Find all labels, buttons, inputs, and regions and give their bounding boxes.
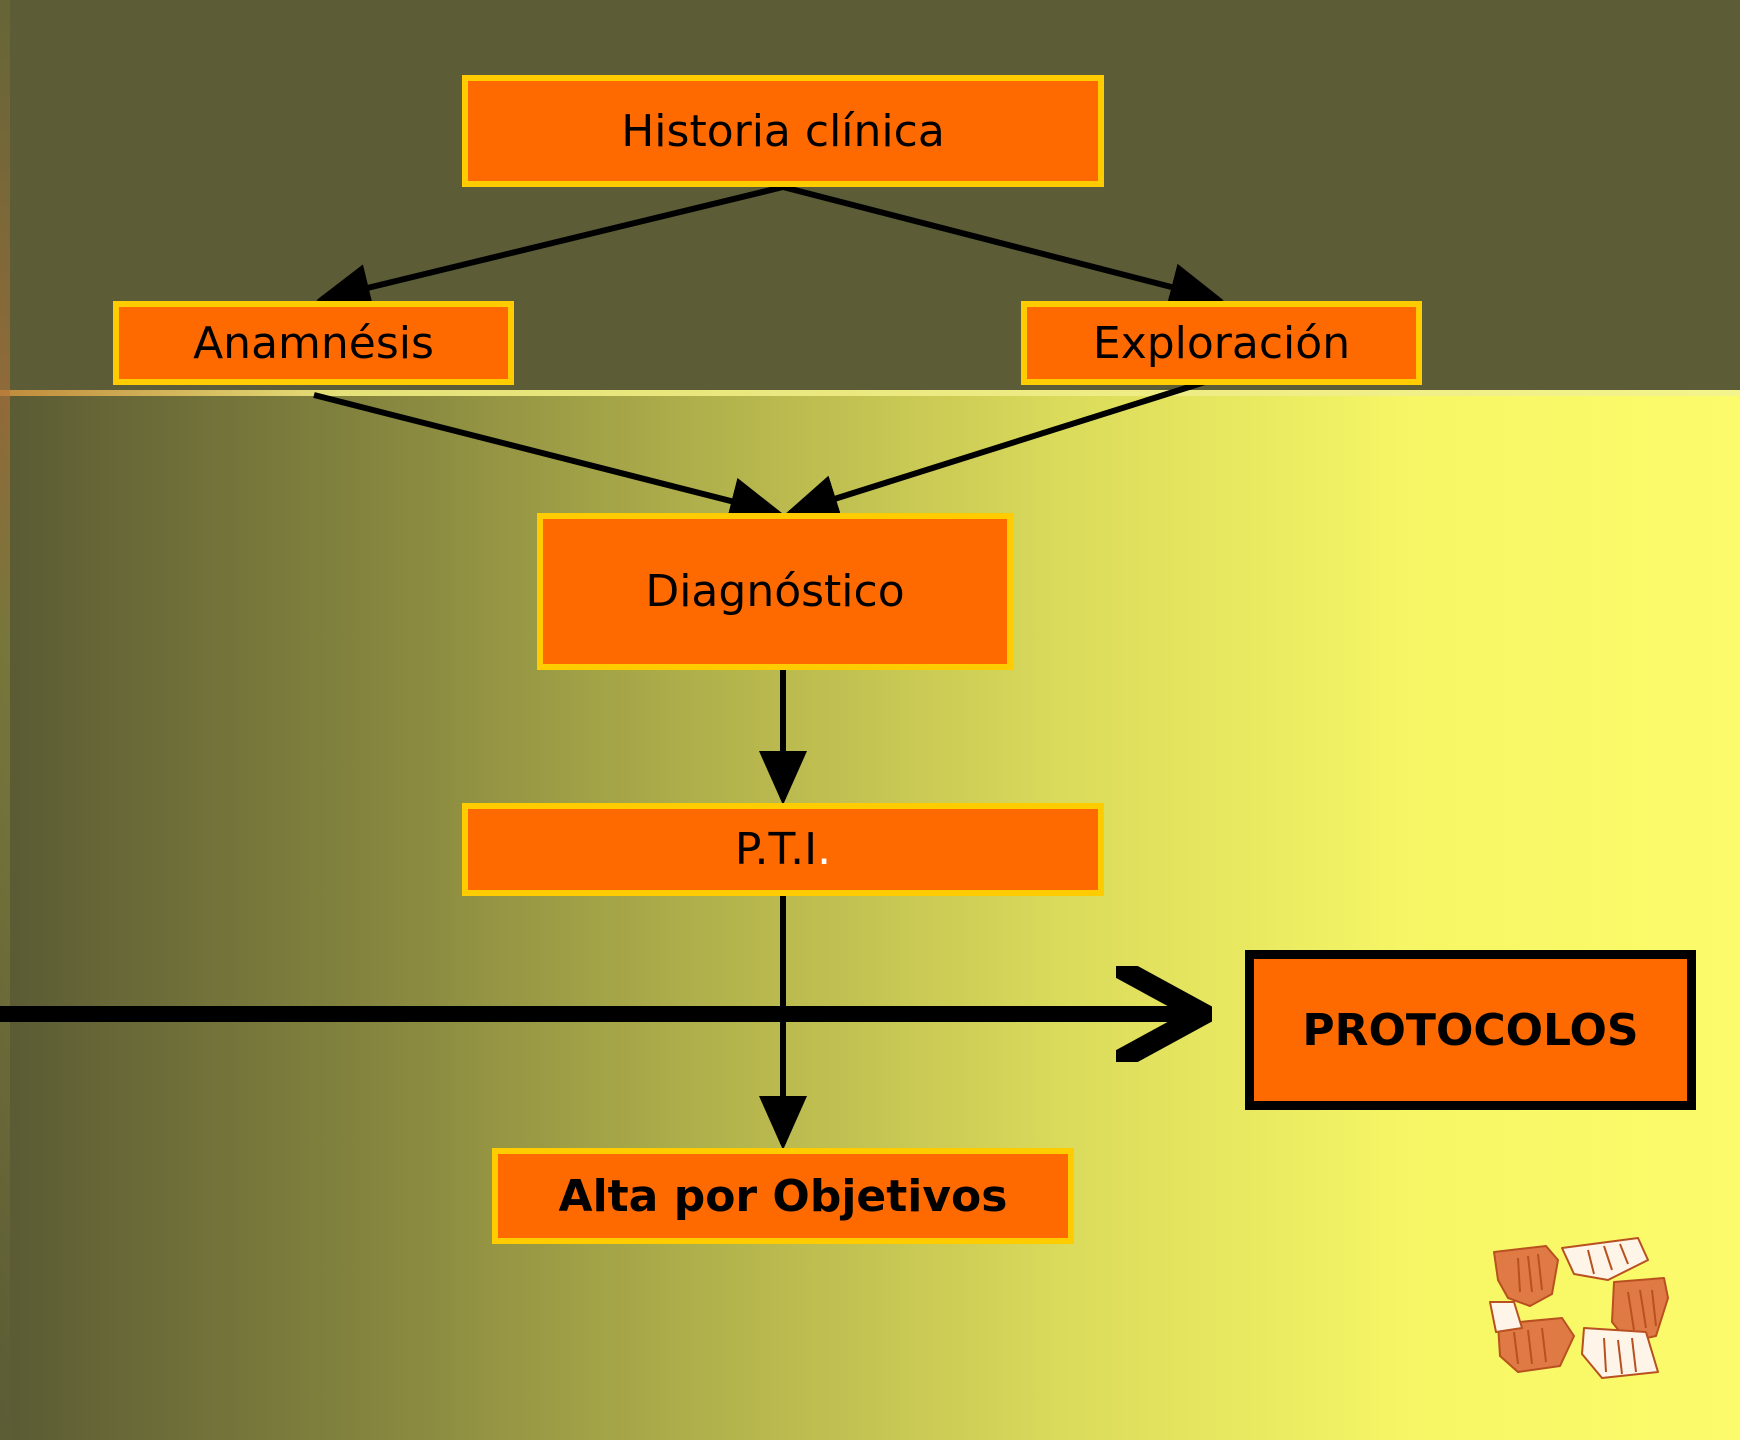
accent-line [0, 390, 1740, 396]
bottom-strip [0, 1440, 1740, 1443]
node-diagnostico-label: Diagnóstico [645, 566, 905, 617]
node-diagnostico: Diagnóstico [537, 513, 1013, 670]
node-pti: P.T.I. [462, 803, 1104, 896]
node-protocolos-label: PROTOCOLOS [1302, 1004, 1639, 1056]
node-pti-label: P.T.I [734, 824, 818, 875]
arrow-exploracion-diagnostico [784, 379, 1206, 522]
node-anamnesis: Anamnésis [113, 301, 514, 385]
left-edge-decoration [0, 0, 10, 1443]
node-historia-clinica: Historia clínica [462, 75, 1104, 187]
node-protocolos: PROTOCOLOS [1245, 950, 1696, 1110]
node-historia-label: Historia clínica [621, 105, 945, 157]
hands-logo-icon [1489, 1237, 1669, 1379]
node-anamnesis-label: Anamnésis [193, 317, 434, 369]
arrow-historia-anamnesis [316, 184, 784, 311]
node-exploracion: Exploración [1021, 301, 1422, 385]
node-pti-dot: . [817, 824, 832, 875]
arrow-anamnesis-diagnostico [313, 392, 784, 525]
arrow-historia-exploracion [782, 184, 1224, 311]
node-alta-label: Alta por Objetivos [558, 1170, 1008, 1222]
node-alta-por-objetivos: Alta por Objetivos [492, 1148, 1074, 1244]
node-exploracion-label: Exploración [1092, 317, 1351, 369]
